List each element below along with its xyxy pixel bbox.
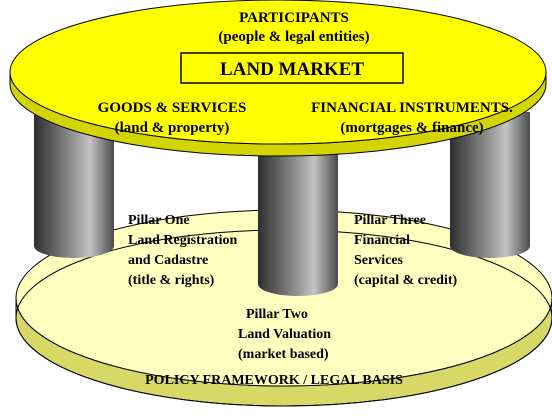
pillar-three-line: Services <box>354 253 404 268</box>
pillar-two-line: Pillar Two <box>246 307 308 322</box>
pillar-two-label: Pillar Two Land Valuation (market based) <box>238 307 331 362</box>
top-disc <box>9 0 547 157</box>
pillar-three-line: Financial <box>354 233 410 248</box>
goods-services-label: GOODS & SERVICES <box>98 100 247 116</box>
pillar-two-line: Land Valuation <box>238 327 331 342</box>
participants-label: PARTICIPANTS <box>239 10 349 26</box>
pillar-one-line: Pillar One <box>128 213 190 228</box>
pillar-one-line: Land Registration <box>128 233 238 248</box>
land-market-title-box <box>180 52 404 84</box>
pillar-two-line: (market based) <box>238 347 329 362</box>
financial-instruments-sub-label: (mortgages & finance) <box>340 120 483 136</box>
pillar-two-column <box>258 140 338 296</box>
pillar-one-line: and Cadastre <box>128 253 208 268</box>
pillar-one-line: (title & rights) <box>128 273 215 288</box>
goods-services-sub-label: (land & property) <box>115 120 230 136</box>
financial-instruments-label: FINANCIAL INSTRUMENTS. <box>311 100 513 116</box>
pillar-three-label: Pillar Three Financial Services (capital… <box>354 213 457 288</box>
policy-framework-label: POLICY FRAMEWORK / LEGAL BASIS <box>145 373 403 388</box>
participants-sub-label: (people & legal entities) <box>218 29 369 45</box>
pillar-one-label: Pillar One Land Registration and Cadastr… <box>128 213 238 288</box>
pillar-one-column <box>34 112 114 258</box>
pillar-three-line: (capital & credit) <box>354 273 457 288</box>
land-market-title: LAND MARKET <box>220 59 364 80</box>
pillar-three-line: Pillar Three <box>354 213 426 228</box>
top-disc-face <box>9 0 547 145</box>
